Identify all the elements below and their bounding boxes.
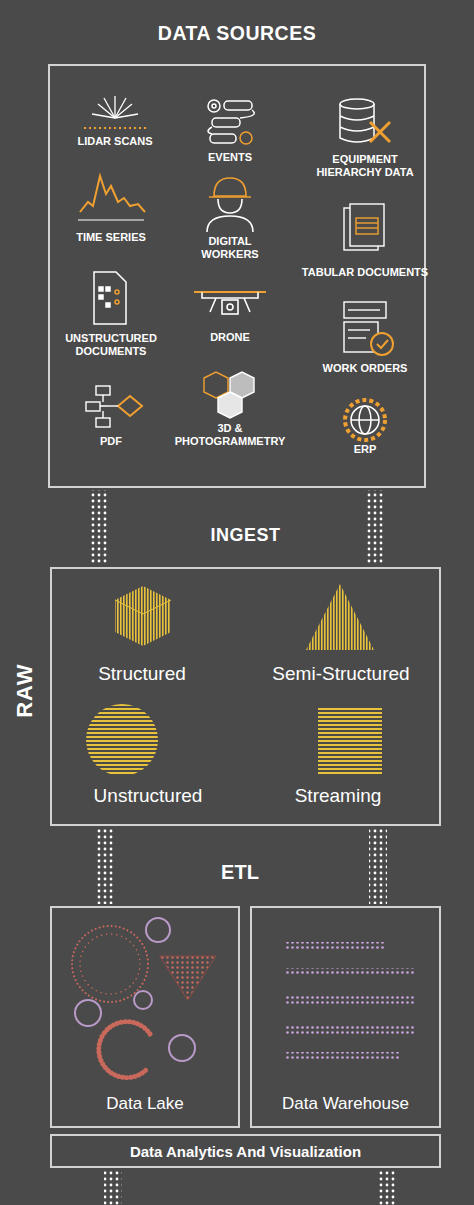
structured-icon [115, 586, 171, 646]
node-label: Data Lake [52, 1094, 238, 1114]
document-icon [94, 272, 126, 324]
drone-icon [194, 292, 266, 314]
side-label: RAW [12, 656, 37, 726]
source-label: ERP [325, 443, 405, 456]
flowchart-icon [86, 386, 142, 427]
lake-art [72, 918, 216, 1078]
source-label: DIGITAL WORKERS [190, 235, 270, 260]
panel-heading: INGEST [52, 525, 439, 546]
source-label: EVENTS [185, 151, 275, 164]
dotted-connector [369, 828, 387, 904]
analytics-bar: Data Analytics And Visualization [50, 1134, 441, 1168]
tabular-icon [344, 204, 384, 250]
semi-structured-icon [306, 584, 374, 650]
node-label: Data Warehouse [252, 1094, 439, 1114]
erp-icon [345, 400, 385, 440]
time-series-icon [78, 176, 145, 220]
category-label: Semi-Structured [251, 663, 431, 685]
node-label: Data Analytics And Visualization [52, 1143, 439, 1160]
storage-box: Data Warehouse [250, 906, 441, 1128]
source-label: LIDAR SCANS [65, 135, 165, 148]
source-label: UNSTRUCTURED DOCUMENTS [59, 332, 163, 357]
dotted-connector [95, 828, 113, 904]
source-label: TABULAR DOCUMENTS [290, 266, 440, 279]
dotted-connector [91, 490, 109, 565]
storage-box: Data Lake [50, 906, 240, 1128]
source-label: DRONE [185, 331, 275, 344]
streaming-icon [318, 708, 382, 774]
panel-heading: DATA SOURCES [50, 22, 424, 45]
cubes-icon [204, 372, 254, 418]
dotted-connector [366, 490, 384, 565]
source-label: WORK ORDERS [305, 362, 425, 375]
source-label: TIME SERIES [61, 231, 161, 244]
lidar-icon [84, 96, 146, 128]
warehouse-art [284, 942, 414, 1060]
events-icon [208, 100, 254, 144]
category-label: Unstructured [63, 785, 233, 807]
category-label: ETL [190, 861, 290, 884]
source-label: EQUIPMENT HIERARCHY DATA [310, 153, 420, 178]
category-label: Streaming [253, 785, 423, 807]
worker-icon [207, 178, 253, 232]
workorders-icon [344, 302, 393, 355]
database-icon [340, 99, 390, 142]
source-label: PDF [71, 435, 151, 448]
unstructured-icon [86, 704, 158, 776]
category-label: Structured [57, 663, 227, 685]
source-label: 3D & PHOTOGRAMMETRY [171, 422, 289, 447]
bottom-dots [104, 1170, 396, 1205]
